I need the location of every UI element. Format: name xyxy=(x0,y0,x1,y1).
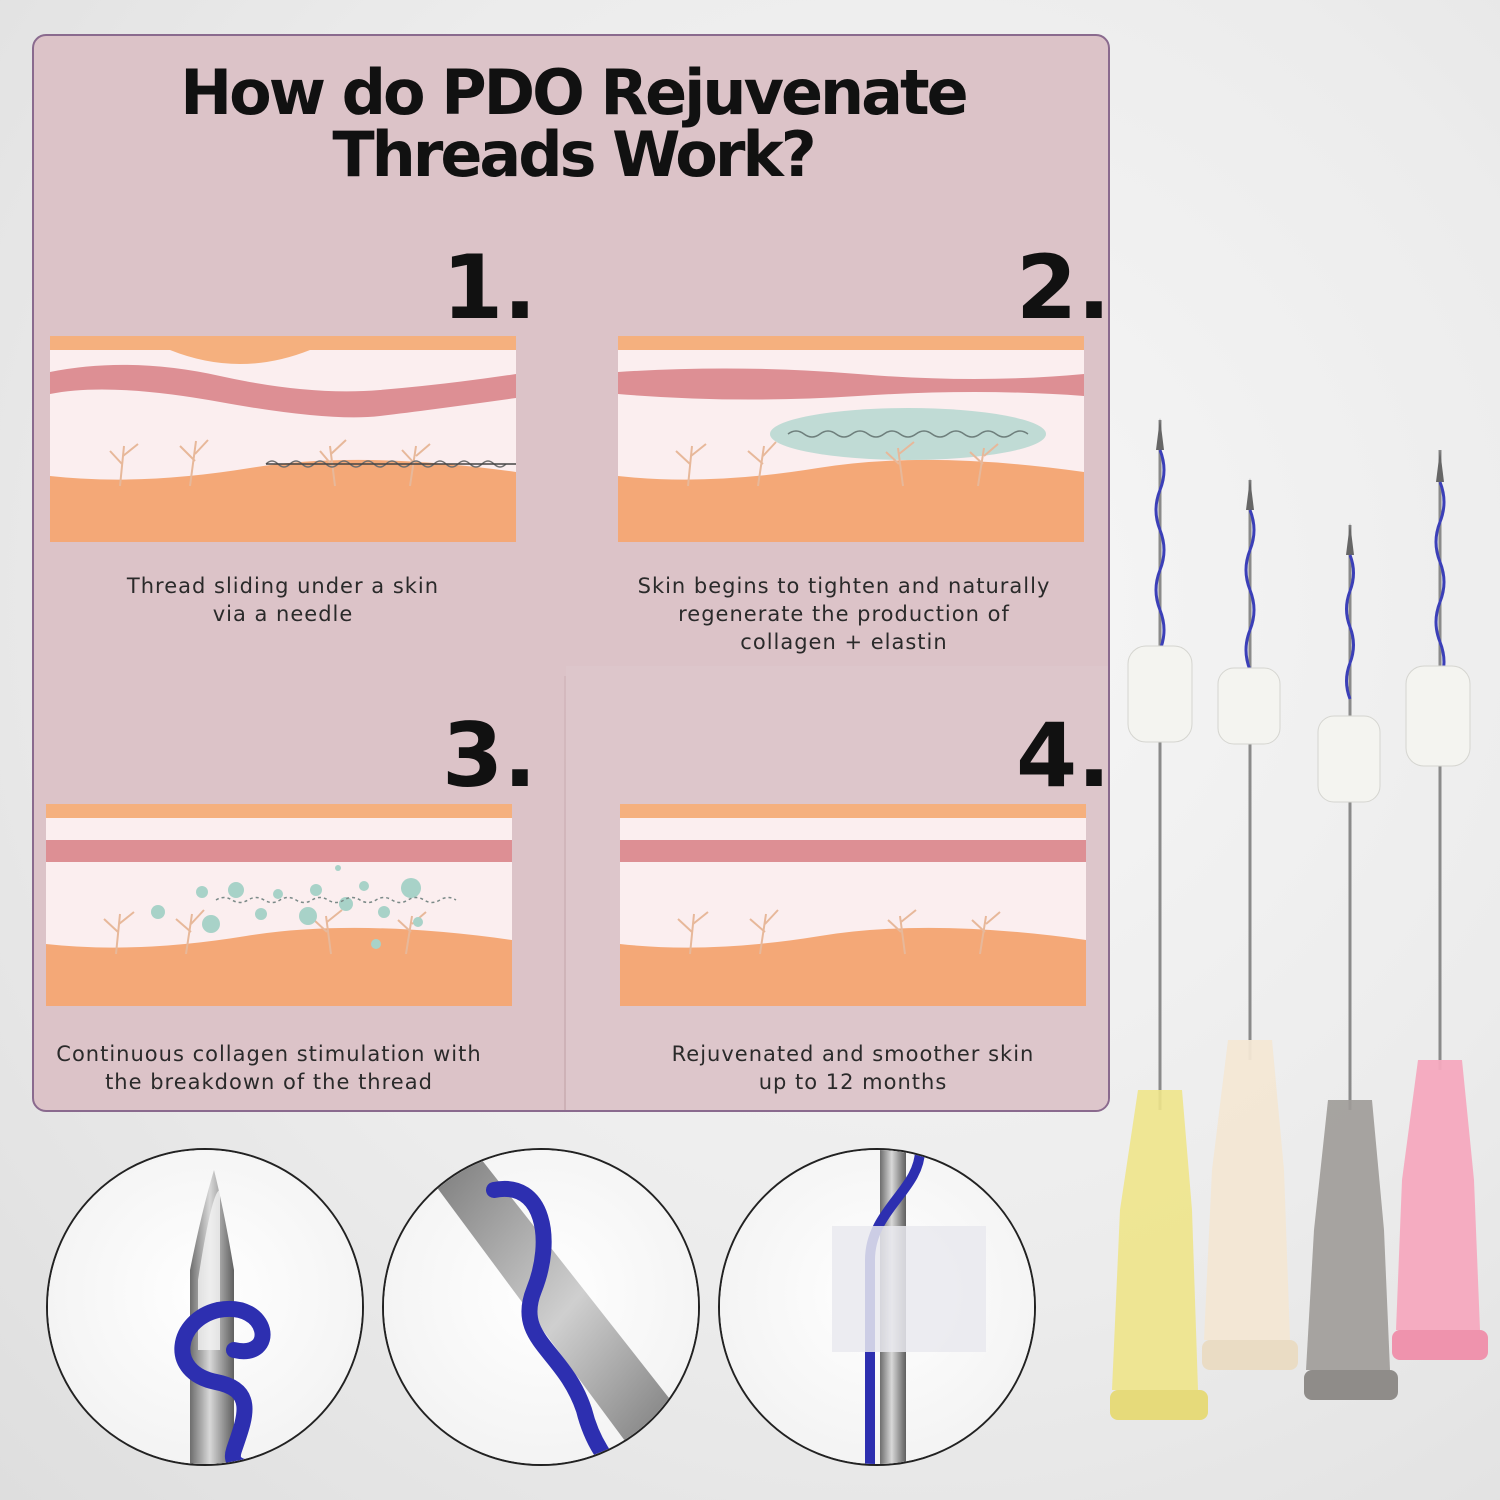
dermis-band xyxy=(50,364,516,418)
capillaries xyxy=(109,439,431,487)
collagen-dots xyxy=(151,865,423,949)
collagen-cloud xyxy=(770,408,1046,460)
step-3-caption: Continuous collagen stimulation with the… xyxy=(56,1042,482,1094)
infographic-panel: How do PDO Rejuvenate Threads Work? 1. T… xyxy=(32,34,1110,1112)
title-line-1: How do PDO Rejuvenate xyxy=(180,56,968,129)
step-1-caption: Thread sliding under a skin via a needle xyxy=(126,574,440,626)
epidermis-layer xyxy=(50,336,516,350)
step-4-caption: Rejuvenated and smoother skin up to 12 m… xyxy=(671,1042,1035,1094)
title-line-2: Threads Work? xyxy=(332,118,816,191)
subcutis-layer xyxy=(50,459,516,542)
step-1-skin-diagram xyxy=(50,336,516,542)
needle-grey xyxy=(1304,523,1398,1400)
step-2-skin-diagram xyxy=(618,336,1084,542)
pdo-needles-product-image xyxy=(1110,418,1488,1420)
step-3-skin-diagram xyxy=(46,804,512,1006)
needle-yellow xyxy=(1110,418,1208,1420)
detail-circle-thread-wrap xyxy=(382,1148,700,1466)
detail-circle-needle-tip xyxy=(46,1148,364,1466)
step-2-number: 2. xyxy=(1016,236,1110,339)
thread-holder-icon xyxy=(720,1150,1034,1464)
needle-tip-icon xyxy=(48,1150,362,1464)
thread-wrap-icon xyxy=(384,1150,698,1464)
panel-divider xyxy=(564,676,566,1110)
needle-pink xyxy=(1392,450,1488,1360)
infographic-title: How do PDO Rejuvenate Threads Work? xyxy=(34,56,1108,191)
step-4-number: 4. xyxy=(1016,704,1110,807)
step-4-skin-diagram xyxy=(620,804,1086,1006)
skin-bump xyxy=(170,350,310,364)
detail-circle-thread-holder xyxy=(718,1148,1036,1466)
needle-cream xyxy=(1202,478,1298,1370)
step-2-caption: Skin begins to tighten and naturally reg… xyxy=(637,574,1051,654)
step-1-number: 1. xyxy=(442,236,537,339)
step-3-number: 3. xyxy=(442,704,537,807)
